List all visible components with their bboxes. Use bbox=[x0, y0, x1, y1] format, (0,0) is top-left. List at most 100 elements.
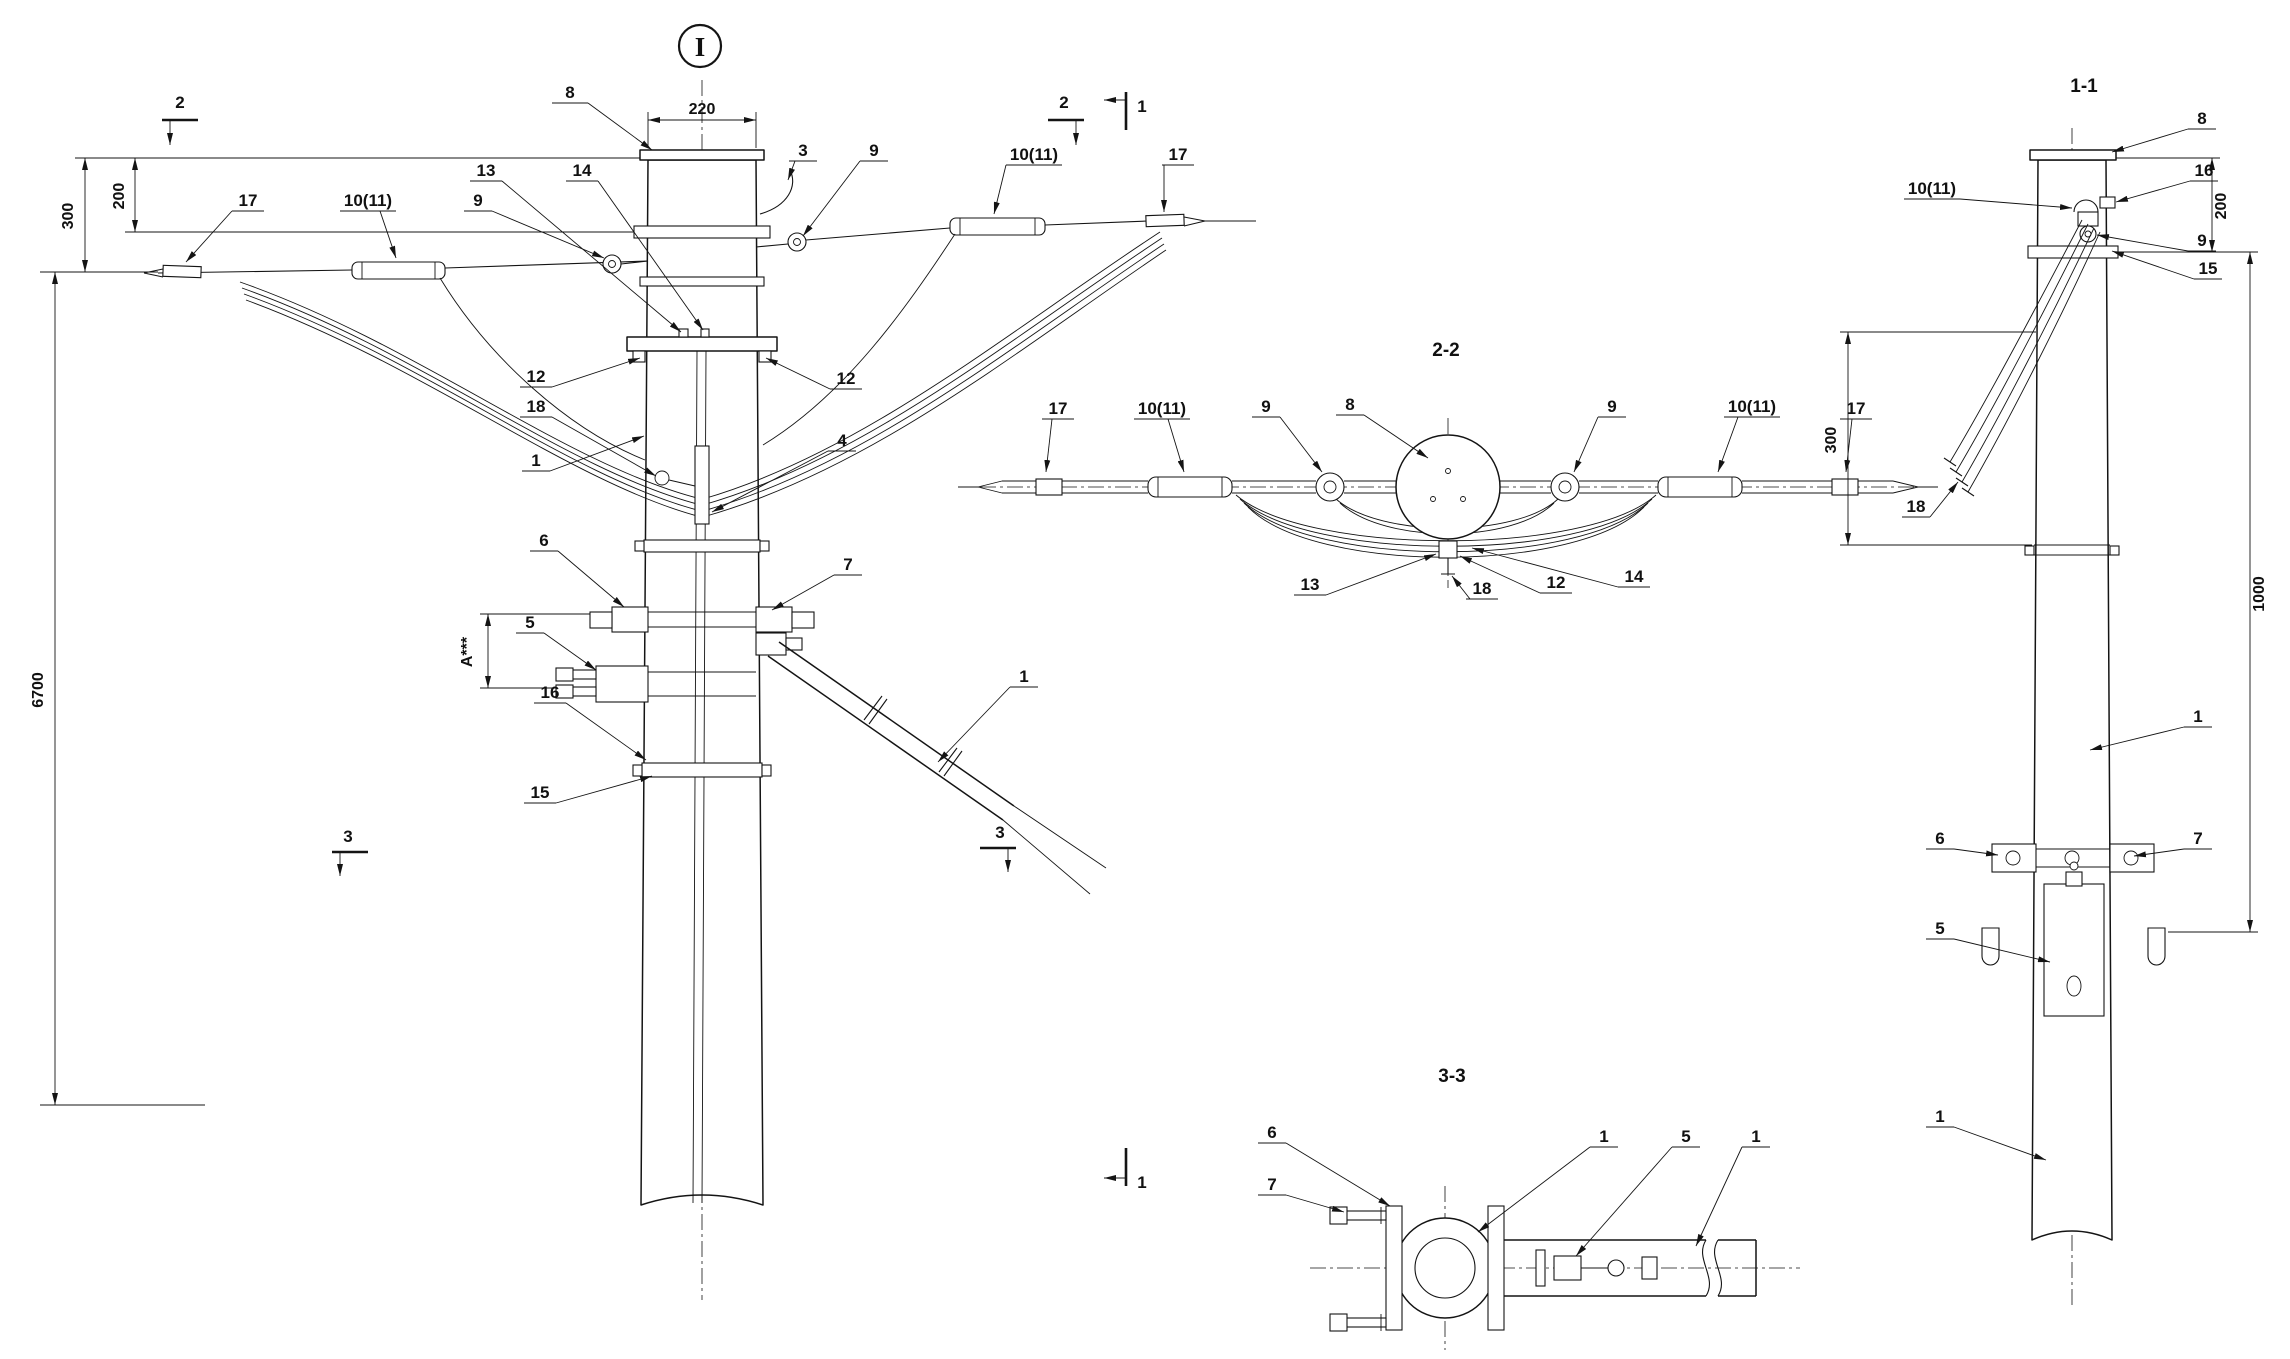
main-callouts: 8 3 9 10(11) 17 17 10(11) 9 13 14 12 12 … bbox=[185, 83, 1194, 804]
s22-insulator-right bbox=[1657, 476, 1743, 498]
s22-callout-17-right-label: 17 bbox=[1847, 399, 1866, 418]
dim-6700: 6700 bbox=[30, 672, 47, 708]
s11-eye-9 bbox=[2079, 225, 2097, 243]
callout-5: 5 bbox=[516, 613, 597, 671]
s22-callout-9-right-label: 9 bbox=[1607, 397, 1616, 416]
pole-body bbox=[640, 159, 764, 1206]
s11-callout-18: 18 bbox=[1902, 481, 1959, 518]
s11-callout-8-label: 8 bbox=[2197, 109, 2206, 128]
s33-plate-left bbox=[1385, 1205, 1403, 1331]
s22-callout-14: 14 bbox=[1471, 547, 1650, 588]
anchor-clamp-right bbox=[1145, 213, 1185, 228]
callout-14: 14 bbox=[566, 161, 704, 331]
callout-13-label: 13 bbox=[477, 161, 496, 180]
s11-callout-1-lower-label: 1 bbox=[1935, 1107, 1944, 1126]
callout-16: 16 bbox=[534, 683, 647, 761]
callout-18-label: 18 bbox=[527, 397, 546, 416]
callout-7-label: 7 bbox=[843, 555, 852, 574]
s22-callout-10-left-label: 10(11) bbox=[1138, 399, 1186, 418]
callout-17-left: 17 bbox=[185, 191, 264, 263]
s11-callout-15-label: 15 bbox=[2199, 259, 2218, 278]
s22-callout-14-label: 14 bbox=[1625, 567, 1644, 586]
callout-10-left-label: 10(11) bbox=[344, 191, 392, 210]
s33-callout-5: 5 bbox=[1575, 1127, 1700, 1257]
callout-3: 3 bbox=[787, 141, 817, 181]
s33-callout-1-clamp: 1 bbox=[1477, 1127, 1618, 1233]
s11-bolt-16 bbox=[2099, 196, 2116, 209]
s22-callout-9-left: 9 bbox=[1252, 397, 1323, 473]
suspension-clamp bbox=[694, 445, 710, 525]
section-3-3-title: 3-3 bbox=[1438, 1066, 1465, 1087]
detail-marker: I bbox=[677, 23, 723, 69]
s11-pole bbox=[2024, 149, 2120, 1241]
section-marker-3-right: 3 bbox=[995, 823, 1004, 842]
callout-16-label: 16 bbox=[541, 683, 560, 702]
s22-callout-10-left: 10(11) bbox=[1134, 399, 1190, 473]
s11-dim-1000: 1000 bbox=[2251, 576, 2268, 612]
section-1-1-title: 1-1 bbox=[2070, 76, 2098, 97]
callout-12-left-label: 12 bbox=[527, 367, 546, 386]
main-view: 220 200 300 6700 A*** bbox=[30, 80, 1256, 1300]
callout-9-right-label: 9 bbox=[869, 141, 878, 160]
band-lower bbox=[641, 762, 763, 778]
s22-callouts: 17 10(11) 9 8 9 10(11) 17 13 18 12 14 bbox=[1042, 395, 1872, 600]
s11-callout-6: 6 bbox=[1926, 829, 1999, 857]
main-clamps bbox=[555, 539, 815, 778]
s33-callout-1-tube: 1 bbox=[1695, 1127, 1770, 1247]
s22-insulator-left bbox=[1147, 476, 1233, 498]
callout-15-label: 15 bbox=[531, 783, 550, 802]
s33-callout-1-clamp-label: 1 bbox=[1599, 1127, 1608, 1146]
s22-callout-8: 8 bbox=[1336, 395, 1429, 459]
s11-dim-300: 300 bbox=[1823, 427, 1840, 454]
callout-8-label: 8 bbox=[565, 83, 574, 102]
callout-15: 15 bbox=[524, 775, 653, 804]
strain-insulator-right bbox=[949, 217, 1046, 236]
callout-17-right: 17 bbox=[1161, 145, 1194, 212]
callout-17-left-label: 17 bbox=[239, 191, 258, 210]
s11-callout-16: 16 bbox=[2115, 161, 2218, 203]
strain-insulator-left bbox=[351, 261, 446, 280]
s22-eye-right bbox=[1550, 472, 1580, 502]
section-2-2: 2-2 17 10(11) 9 8 9 10(11) 17 13 18 12 bbox=[958, 340, 1938, 600]
s22-callout-10-right: 10(11) bbox=[1717, 397, 1780, 473]
s11-dimensions: 200 1000 300 bbox=[1823, 157, 2268, 933]
s11-callout-7-label: 7 bbox=[2193, 829, 2202, 848]
callout-12-left: 12 bbox=[520, 357, 641, 388]
callout-10-right: 10(11) bbox=[993, 145, 1062, 215]
s11-clamp bbox=[1991, 843, 2155, 873]
detail-marker-circle bbox=[677, 23, 723, 69]
s33-callout-6: 6 bbox=[1258, 1123, 1391, 1207]
callout-10-right-label: 10(11) bbox=[1010, 145, 1058, 164]
s22-callout-13-label: 13 bbox=[1301, 575, 1320, 594]
s22-callout-17-left-label: 17 bbox=[1049, 399, 1068, 418]
callout-12-right: 12 bbox=[765, 357, 862, 390]
bracket-clamp bbox=[595, 665, 649, 703]
section-marker-3-left: 3 bbox=[343, 827, 352, 846]
s11-bracket-plate bbox=[2043, 883, 2105, 1017]
anchor-clamp-left bbox=[162, 264, 202, 279]
callout-7: 7 bbox=[771, 555, 862, 611]
main-pole bbox=[633, 80, 794, 1300]
s22-wires bbox=[958, 472, 1938, 558]
clamp-plate-right bbox=[755, 606, 793, 633]
callout-1-pole-label: 1 bbox=[531, 451, 540, 470]
s33-callouts: 6 7 1 5 1 bbox=[1258, 1123, 1770, 1257]
section-3-3: 3-3 6 7 1 5 1 bbox=[1258, 1066, 1800, 1350]
s33-clamp bbox=[1329, 1205, 1505, 1332]
s11-callout-1-upper: 1 bbox=[2089, 707, 2212, 751]
s11-dim-200: 200 bbox=[2213, 193, 2230, 220]
s11-callout-16-label: 16 bbox=[2195, 161, 2214, 180]
s22-suspension-clamp bbox=[1438, 540, 1458, 559]
s33-callout-6-label: 6 bbox=[1267, 1123, 1276, 1142]
s11-callout-10-label: 10(11) bbox=[1908, 179, 1956, 198]
s33-bolt bbox=[1553, 1255, 1582, 1281]
pole-cap bbox=[639, 149, 765, 161]
main-crossarm-fittings bbox=[626, 328, 778, 525]
callout-1-stay: 1 bbox=[937, 667, 1038, 763]
s11-pole-body bbox=[2031, 159, 2113, 1241]
detail-marker-label: I bbox=[695, 32, 706, 62]
s11-callout-7: 7 bbox=[2133, 829, 2212, 858]
s11-callout-10: 10(11) bbox=[1904, 179, 2073, 211]
s11-callouts: 8 16 10(11) 9 15 18 1 6 7 5 1 bbox=[1902, 109, 2222, 1161]
